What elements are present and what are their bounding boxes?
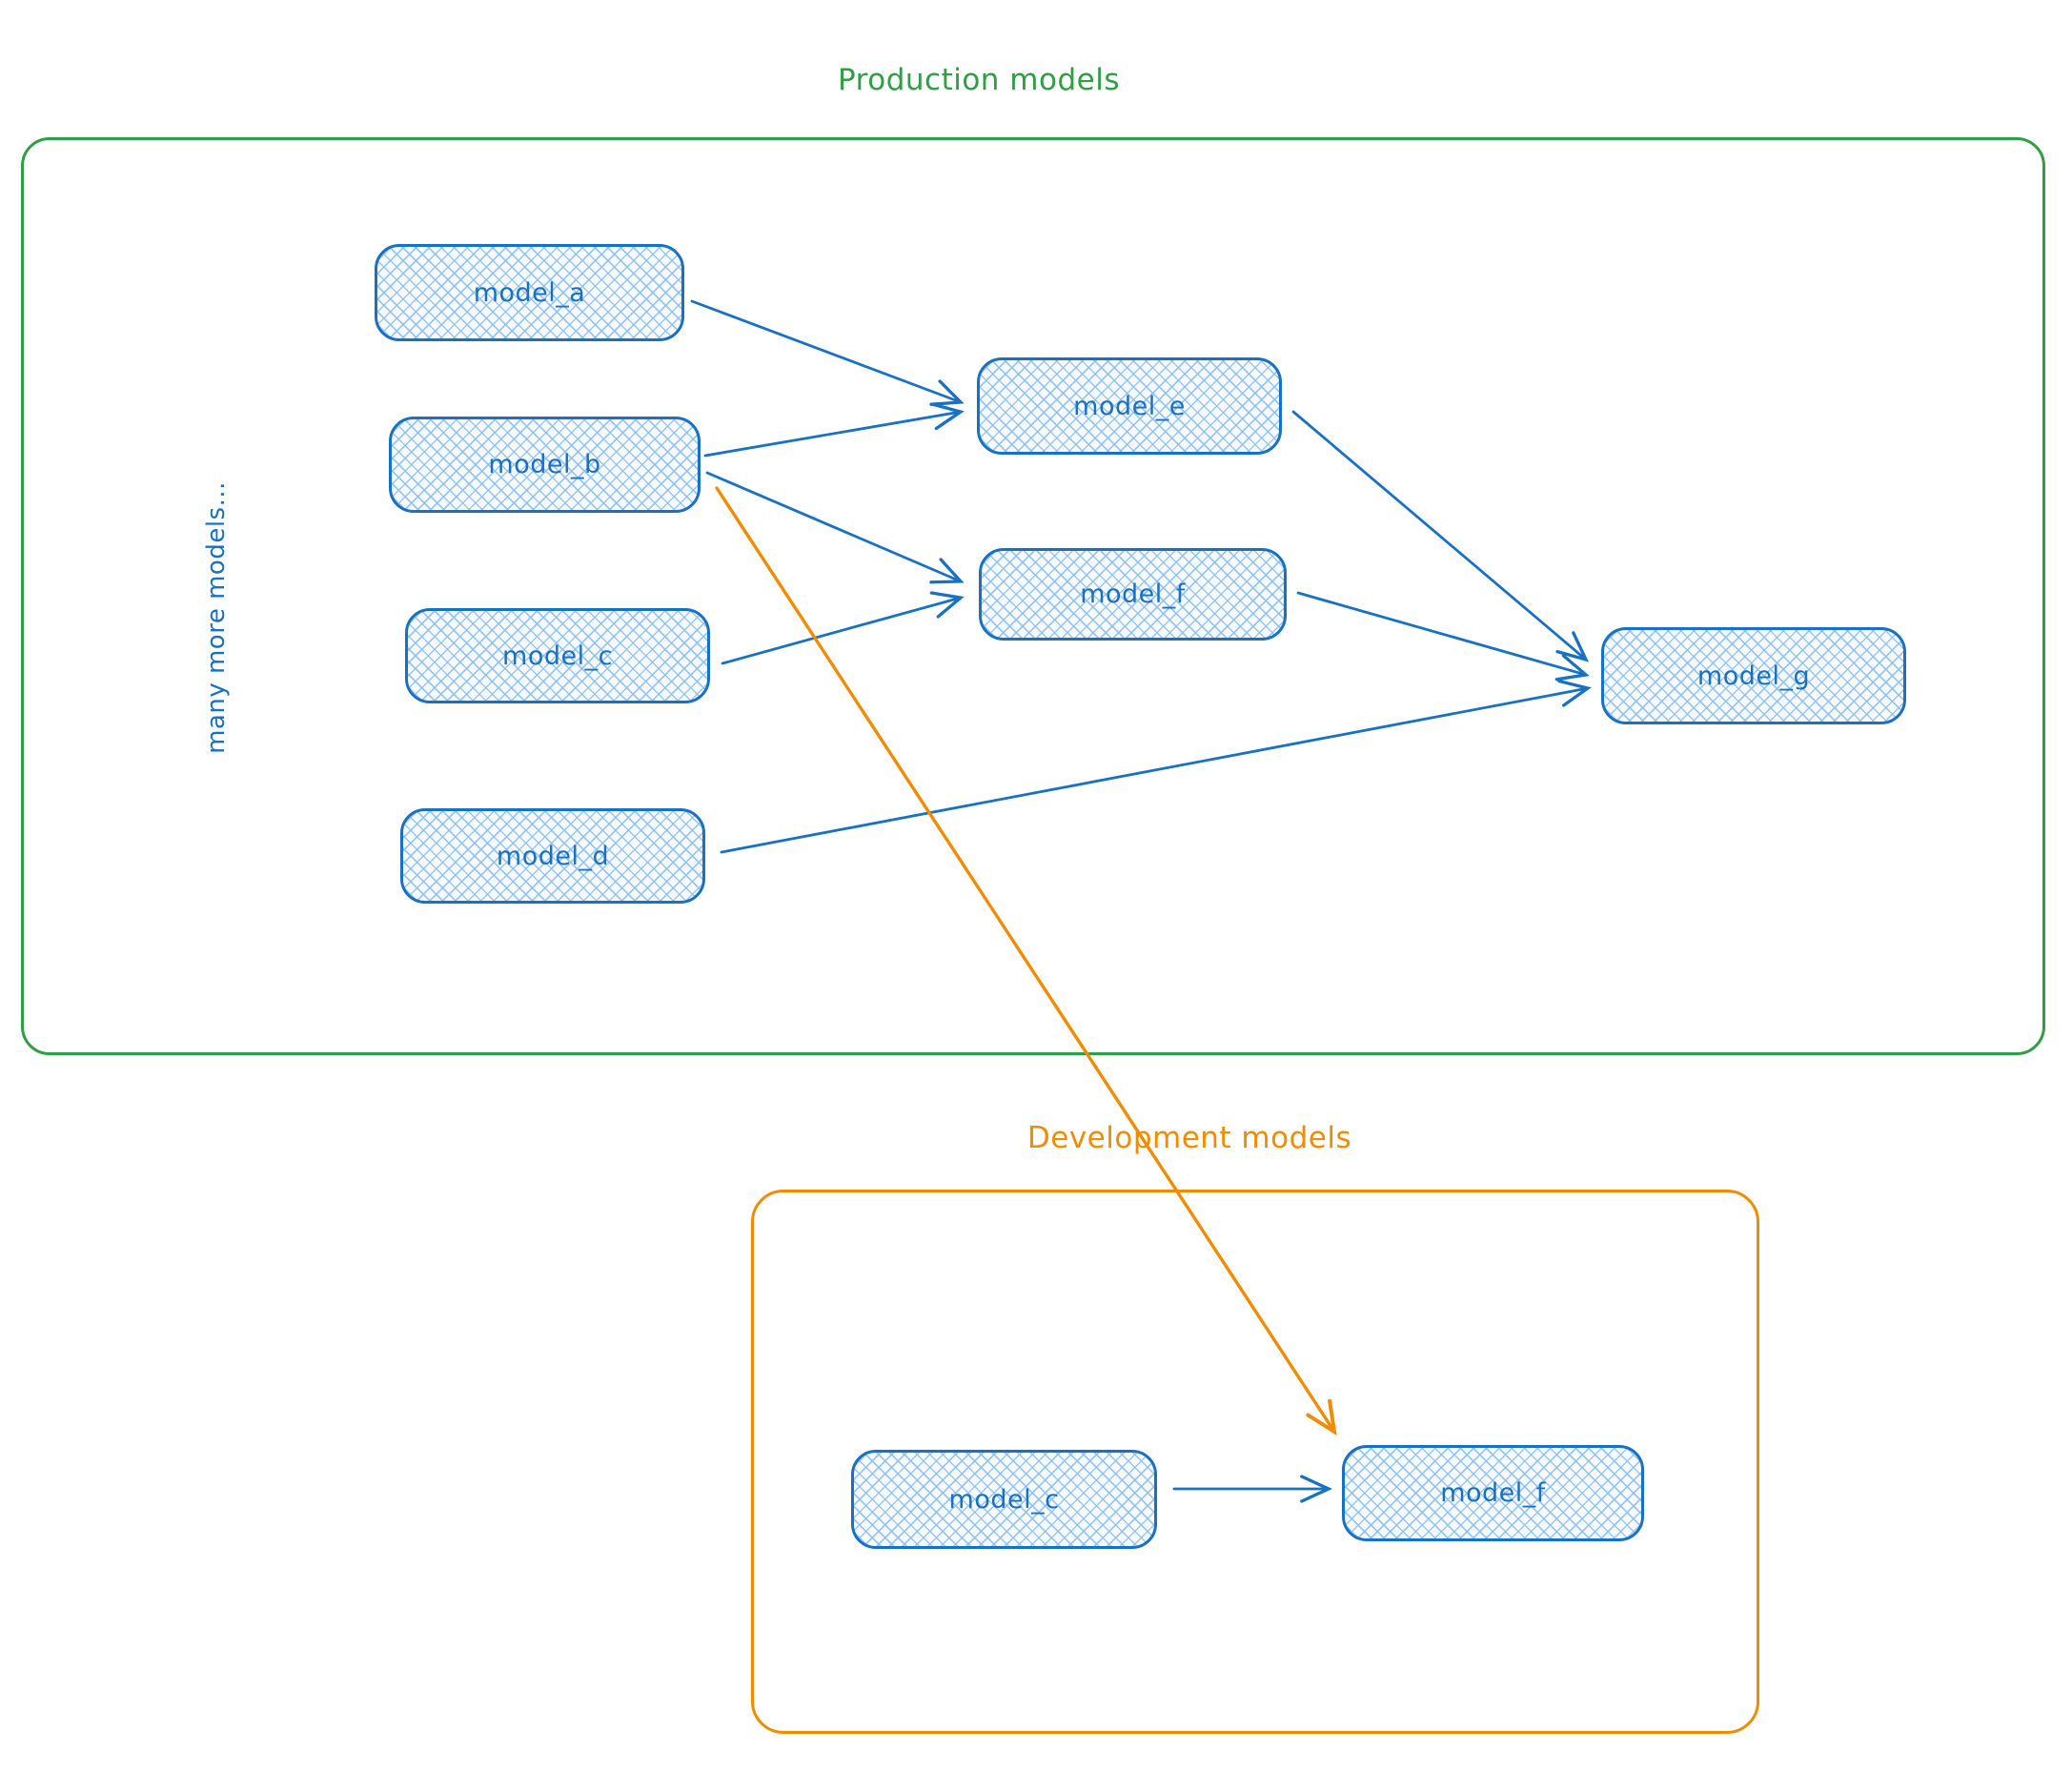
node-dev-model-f-label: model_f: [1440, 1478, 1546, 1508]
node-model-d: model_d: [400, 808, 705, 904]
node-model-c-label: model_c: [502, 641, 613, 671]
node-model-f: model_f: [979, 548, 1287, 641]
node-model-e-label: model_e: [1073, 391, 1186, 421]
many-more-models-label: many more models...: [202, 481, 231, 754]
node-dev-model-c: model_c: [851, 1450, 1157, 1549]
node-model-c: model_c: [405, 608, 710, 703]
node-model-e: model_e: [977, 357, 1282, 455]
node-model-b: model_b: [389, 417, 701, 513]
node-model-f-label: model_f: [1080, 580, 1186, 609]
node-model-g: model_g: [1601, 627, 1906, 724]
node-dev-model-f: model_f: [1342, 1445, 1644, 1541]
node-model-d-label: model_d: [496, 841, 610, 871]
node-model-g-label: model_g: [1696, 661, 1811, 691]
development-group-title: Development models: [1026, 1121, 1352, 1155]
production-group-title: Production models: [838, 63, 1120, 97]
node-dev-model-c-label: model_c: [948, 1484, 1060, 1515]
node-model-a-label: model_a: [473, 277, 586, 308]
node-model-b-label: model_b: [488, 450, 601, 479]
node-model-a: model_a: [375, 244, 684, 341]
